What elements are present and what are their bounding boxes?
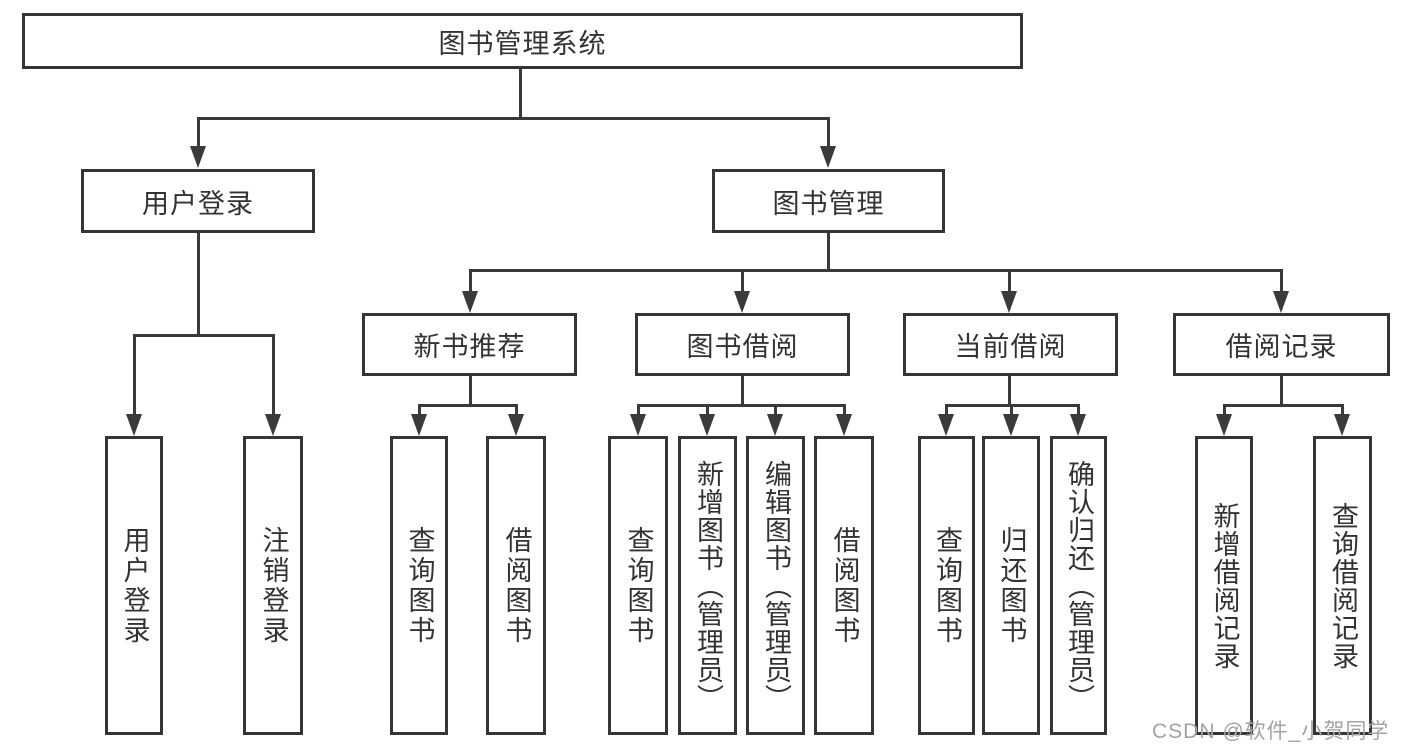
connector-line	[469, 376, 472, 407]
leaf-confirm-return-admin: 确认归还（管理员）	[1050, 436, 1107, 735]
connector-arrowhead	[411, 414, 427, 436]
connector-line	[1280, 269, 1283, 293]
node-label: 图书管理	[772, 188, 885, 219]
node-new-book-recommendation: 新书推荐	[362, 313, 577, 376]
connector-line	[774, 404, 777, 416]
node-book-borrowing: 图书借阅	[635, 313, 850, 376]
connector-line	[741, 269, 744, 293]
connector-arrowhead	[1216, 414, 1232, 436]
watermark: CSDN @软件_小贺同学	[1152, 720, 1390, 743]
connector-arrowhead	[1334, 414, 1350, 436]
connector-line	[519, 69, 522, 118]
connector-line	[827, 117, 830, 147]
connector-arrowhead	[1003, 414, 1019, 436]
leaf-return-books: 归还图书	[982, 436, 1040, 735]
leaf-label: 查询图书	[932, 525, 962, 646]
connector-line	[197, 117, 830, 120]
node-library-management-system: 图书管理系统	[22, 13, 1023, 69]
leaf-label: 查询图书	[404, 525, 435, 646]
leaf-label: 归还图书	[996, 525, 1027, 646]
leaf-label: 用户登录	[119, 525, 150, 646]
node-label: 当前借阅	[954, 332, 1067, 362]
connector-line	[843, 404, 846, 416]
leaf-query-books-borrow: 查询图书	[608, 436, 668, 735]
leaf-query-books-current: 查询图书	[918, 436, 975, 735]
leaf-label: 查询借阅记录	[1328, 501, 1358, 670]
connector-line	[637, 404, 845, 407]
node-user-login: 用户登录	[81, 169, 315, 233]
node-book-management: 图书管理	[712, 169, 945, 233]
leaf-label: 借阅图书	[829, 525, 860, 646]
connector-line	[133, 334, 275, 337]
connector-line	[469, 269, 472, 293]
connector-line	[741, 376, 744, 407]
connector-arrowhead	[734, 291, 750, 313]
connector-arrowhead	[265, 414, 281, 436]
leaf-label: 新增借阅记录	[1209, 501, 1240, 670]
connector-arrowhead	[190, 146, 206, 168]
node-label: 新书推荐	[413, 332, 526, 362]
connector-arrowhead	[1273, 291, 1289, 313]
connector-line	[1280, 376, 1283, 407]
leaf-add-books-admin: 新增图书（管理员）	[678, 436, 737, 735]
connector-arrowhead	[126, 414, 142, 436]
leaf-label: 确认归还（管理员）	[1064, 459, 1094, 712]
leaf-label: 新增图书（管理员）	[693, 459, 723, 712]
leaf-query-borrow-record: 查询借阅记录	[1313, 436, 1372, 735]
leaf-borrow-books-newbook: 借阅图书	[486, 436, 546, 735]
connector-arrowhead	[508, 414, 524, 436]
connector-arrowhead	[836, 414, 852, 436]
connector-line	[272, 334, 275, 416]
connector-line	[469, 269, 1283, 272]
connector-line	[515, 404, 518, 416]
connector-arrowhead	[1070, 414, 1086, 436]
leaf-borrow-books-borrow: 借阅图书	[814, 436, 874, 735]
connector-line	[1008, 269, 1011, 293]
connector-arrowhead	[767, 414, 783, 436]
connector-line	[1223, 404, 1344, 407]
leaf-add-borrow-record: 新增借阅记录	[1195, 436, 1253, 735]
connector-line	[418, 404, 518, 407]
connector-line	[197, 233, 200, 337]
connector-arrowhead	[820, 146, 836, 168]
connector-line	[418, 404, 421, 416]
connector-line	[197, 117, 200, 147]
node-label: 图书管理系统	[438, 28, 607, 59]
connector-line	[133, 334, 136, 416]
leaf-user-login: 用户登录	[105, 436, 163, 735]
connector-line	[1010, 404, 1013, 416]
connector-arrowhead	[938, 414, 954, 436]
leaf-label: 注销登录	[258, 525, 289, 646]
node-label: 借阅记录	[1225, 332, 1338, 362]
connector-arrowhead	[699, 414, 715, 436]
connector-line	[1223, 404, 1226, 416]
node-label: 图书借阅	[686, 332, 799, 362]
node-borrowing-records: 借阅记录	[1173, 313, 1390, 376]
connector-line	[1077, 404, 1080, 416]
leaf-edit-books-admin: 编辑图书（管理员）	[746, 436, 805, 735]
node-label: 用户登录	[142, 188, 254, 219]
leaf-logout: 注销登录	[243, 436, 303, 735]
connector-line	[637, 404, 640, 416]
leaf-label: 编辑图书（管理员）	[761, 459, 791, 712]
connector-arrowhead	[1001, 291, 1017, 313]
connector-line	[827, 233, 830, 272]
connector-arrowhead	[462, 291, 478, 313]
connector-line	[706, 404, 709, 416]
leaf-query-books-newbook: 查询图书	[390, 436, 448, 735]
connector-line	[1341, 404, 1344, 416]
leaf-label: 查询图书	[623, 525, 654, 646]
connector-line	[1008, 376, 1011, 407]
connector-line	[945, 404, 948, 416]
node-current-borrowing: 当前借阅	[903, 313, 1118, 376]
connector-arrowhead	[630, 414, 646, 436]
leaf-label: 借阅图书	[501, 525, 532, 646]
